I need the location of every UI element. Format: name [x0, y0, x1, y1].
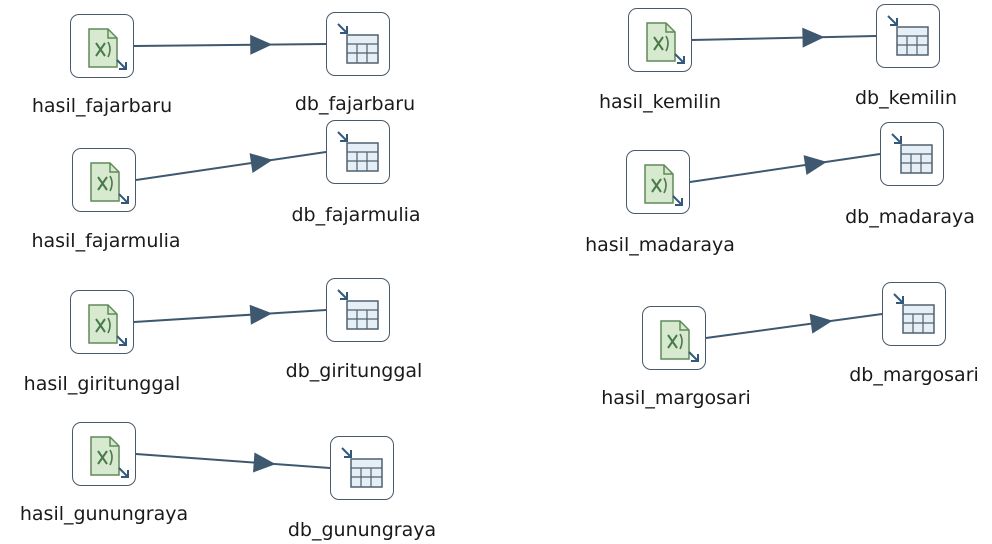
hop-arrow[interactable] — [133, 304, 327, 325]
step-label: hasil_madaraya — [585, 234, 735, 256]
hop-arrow[interactable] — [135, 151, 327, 181]
step-label: hasil_fajarbaru — [31, 95, 173, 117]
step-label: hasil_giritunggal — [23, 373, 181, 395]
excel-input-icon — [90, 162, 129, 204]
table-output-step[interactable] — [326, 120, 390, 184]
hop-arrow[interactable] — [691, 27, 877, 48]
table-output-icon — [337, 23, 379, 64]
step-label: db_kemilin — [854, 87, 958, 109]
table-output-icon — [337, 131, 379, 172]
step-label: hasil_fajarmulia — [31, 230, 181, 252]
step-label: db_fajarbaru — [294, 93, 416, 115]
excel-input-step[interactable] — [626, 150, 690, 214]
hop-arrow[interactable] — [135, 452, 331, 473]
excel-input-step[interactable] — [642, 306, 706, 370]
step-label: db_giritunggal — [285, 360, 423, 382]
step-label: db_gunungraya — [287, 519, 437, 541]
excel-input-step[interactable] — [72, 422, 136, 486]
excel-input-icon — [646, 22, 685, 64]
excel-input-icon — [88, 304, 127, 346]
table-output-step[interactable] — [876, 4, 940, 68]
step-label: db_madaraya — [845, 206, 975, 228]
table-output-step[interactable] — [880, 122, 944, 186]
excel-input-icon — [660, 320, 699, 362]
hop-arrow[interactable] — [705, 313, 883, 339]
excel-input-icon — [644, 164, 683, 206]
table-output-icon — [337, 289, 379, 330]
step-label: hasil_gunungraya — [19, 503, 189, 525]
excel-input-icon — [90, 436, 129, 478]
step-label: db_fajarmulia — [291, 204, 421, 226]
table-output-icon — [341, 447, 383, 488]
step-label: hasil_margosari — [601, 387, 751, 409]
excel-input-icon — [88, 28, 127, 70]
table-output-icon — [893, 293, 935, 334]
hop-arrow[interactable] — [133, 34, 327, 55]
excel-input-step[interactable] — [70, 290, 134, 354]
table-output-step[interactable] — [326, 12, 390, 76]
table-output-step[interactable] — [882, 282, 946, 346]
excel-input-step[interactable] — [70, 14, 134, 78]
table-output-icon — [891, 133, 933, 174]
hop-arrow[interactable] — [689, 153, 881, 183]
excel-input-step[interactable] — [72, 148, 136, 212]
step-label: db_margosari — [849, 364, 979, 386]
step-label: hasil_kemilin — [598, 91, 722, 113]
table-output-step[interactable] — [326, 278, 390, 342]
table-output-step[interactable] — [330, 436, 394, 500]
table-output-icon — [887, 15, 929, 56]
excel-input-step[interactable] — [628, 8, 692, 72]
